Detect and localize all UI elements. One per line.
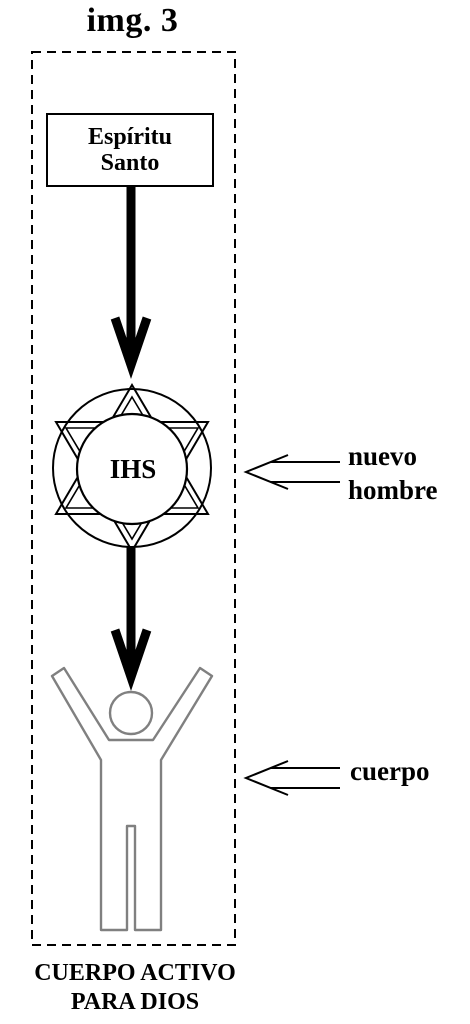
dashed-frame: [31, 51, 236, 946]
holy-spirit-box: Espíritu Santo: [46, 113, 214, 187]
holy-spirit-label: Espíritu Santo: [87, 124, 173, 177]
pointer-arrow-body: [243, 760, 340, 796]
caption: CUERPO ACTIVO PARA DIOS: [34, 960, 236, 1015]
figure-head: [108, 690, 154, 736]
ihs-label: IHS: [109, 454, 157, 484]
body-label: cuerpo: [350, 756, 430, 786]
human-figure: [50, 666, 214, 932]
figure-title: img. 3: [86, 2, 179, 39]
ihs-emblem: [52, 383, 212, 553]
new-man-label: nuevo hombre: [348, 441, 438, 505]
pointer-arrow-new-man: [243, 454, 340, 490]
figure-body-outline: [50, 666, 214, 932]
arrow-spirit-to-center: [110, 187, 152, 379]
arrow-center-to-body: [110, 547, 152, 691]
